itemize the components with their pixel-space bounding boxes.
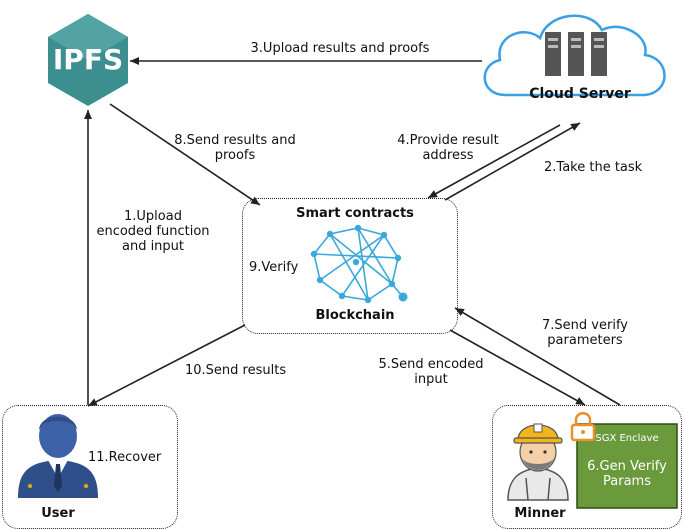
- step8-label: 8.Send results and proofs: [174, 133, 296, 163]
- blockchain-label: Blockchain: [315, 308, 395, 323]
- cloud-server-label: Cloud Server: [529, 86, 631, 102]
- miner-box: [492, 405, 682, 529]
- miner-label: Minner: [514, 506, 566, 521]
- user-box: [2, 405, 178, 529]
- step5-label: 5.Send encoded input: [378, 357, 484, 387]
- step11-label: 11.Recover: [88, 450, 162, 465]
- arrow-step7: [454, 307, 621, 406]
- step6-label: 6.Gen Verify Params: [587, 459, 667, 489]
- ipfs-label: IPFS: [52, 43, 124, 76]
- lock-icon: [570, 412, 596, 442]
- step4-label: 4.Provide result address: [397, 133, 499, 163]
- step9-label: 9.Verify: [249, 260, 299, 275]
- miner-avatar-icon: [507, 423, 569, 501]
- cloud-server-icon: [483, 14, 666, 97]
- user-avatar-icon: [18, 414, 98, 498]
- step10-label: 10.Send results: [185, 363, 287, 378]
- arrow-step5: [449, 329, 586, 406]
- sgx-enclave-label: SGX Enclave: [595, 433, 659, 444]
- arrow-step2: [444, 122, 581, 201]
- smart-contracts-box: [242, 198, 458, 334]
- step3-label: 3.Upload results and proofs: [250, 41, 430, 56]
- blockchain-network-icon: [310, 224, 408, 304]
- smart-contracts-label: Smart contracts: [296, 206, 414, 221]
- ipfs-logo-icon: [48, 14, 128, 106]
- step1-label: 1.Upload encoded function and input: [96, 209, 210, 254]
- step2-label: 2.Take the task: [544, 160, 643, 175]
- user-label: User: [41, 506, 75, 521]
- arrow-step8: [109, 103, 261, 206]
- arrow-step4: [427, 124, 561, 199]
- step7-label: 7.Send verify parameters: [542, 318, 628, 348]
- arrow-step10: [87, 324, 246, 407]
